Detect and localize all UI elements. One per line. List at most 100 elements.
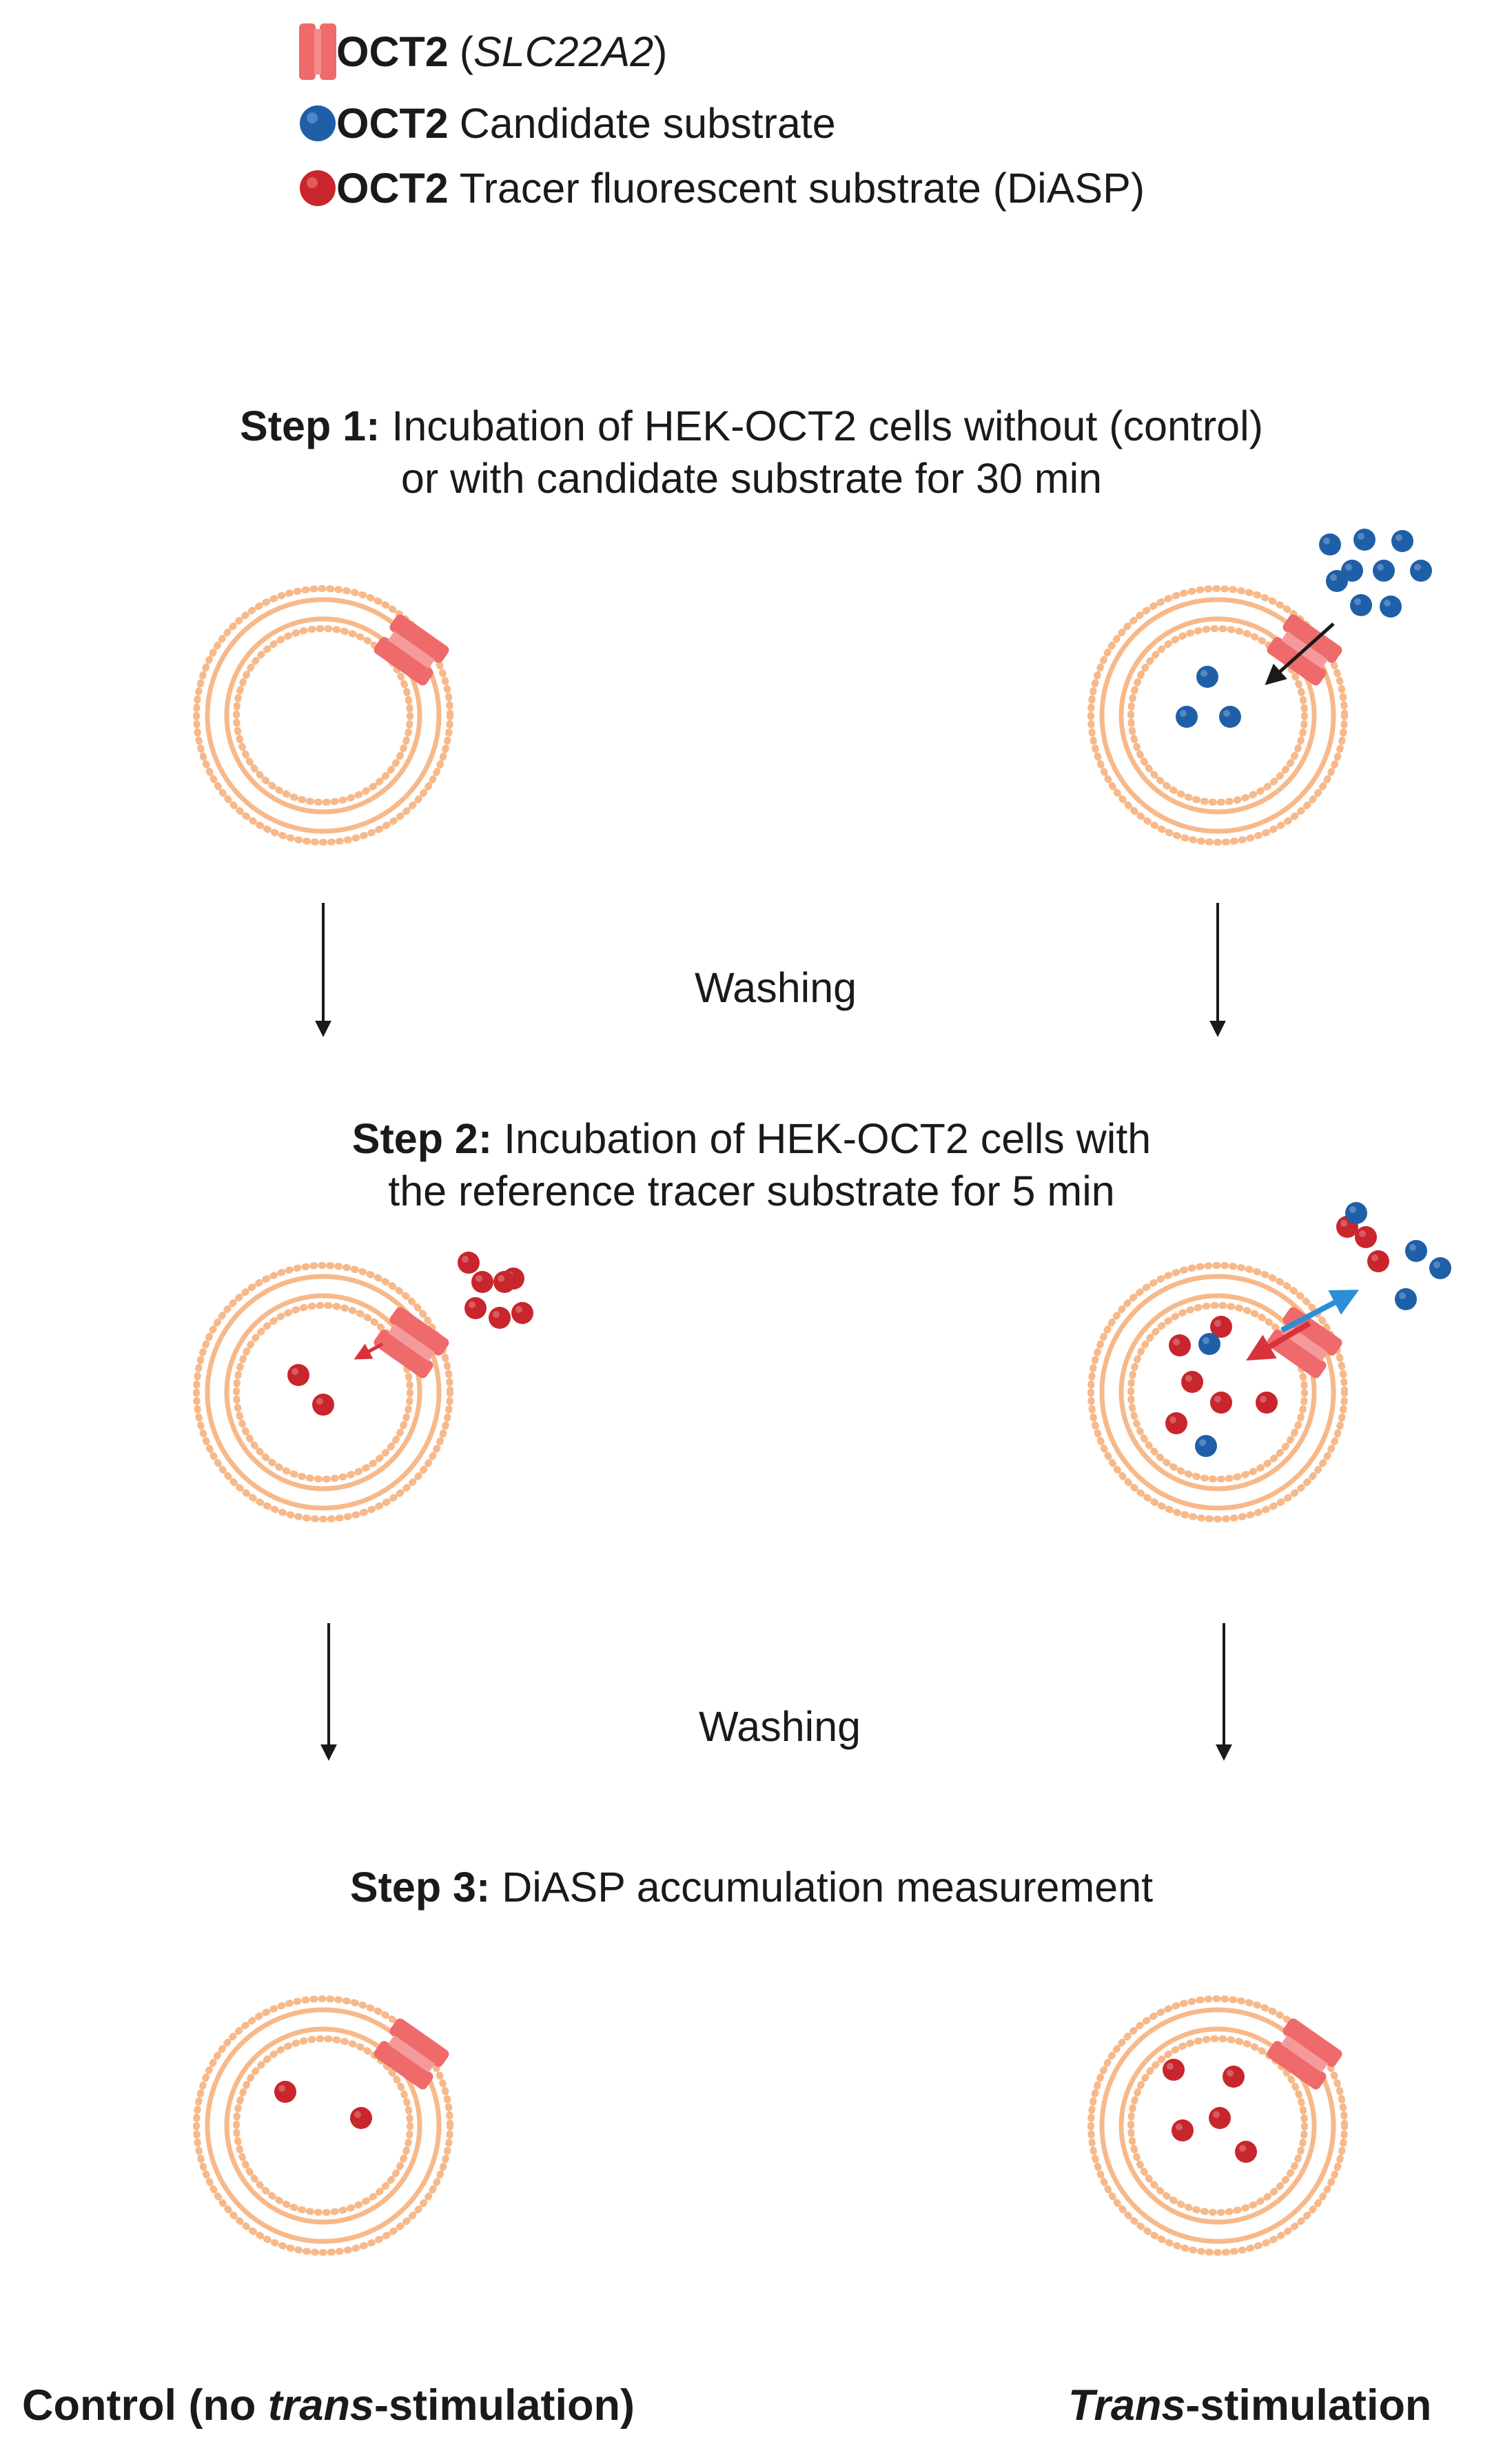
step2-text: Step 2: Incubation of HEK-OCT2 cells wit… <box>0 1112 1503 1217</box>
legend-transporter: OCT2 (SLC22A2) <box>299 21 668 83</box>
legend-transporter-gene-open: ( <box>459 28 474 75</box>
legend-tracer: OCT2 Tracer fluorescent substrate (DiASP… <box>300 157 1145 219</box>
tracer-dot-in-ctrl-0 <box>287 1364 309 1386</box>
membrane-outer <box>1087 585 1348 846</box>
membrane-inner <box>1127 1302 1308 1483</box>
tracer-dot-final-trans-2 <box>1172 2119 1194 2141</box>
tracer-dot-icon <box>300 170 336 206</box>
candidate-dot-icon <box>300 105 336 141</box>
cell-step1-candidate <box>1087 585 1348 846</box>
membrane-outer <box>193 585 453 846</box>
membrane-outer-line <box>1099 1274 1336 1511</box>
legend-tracer-label: Tracer fluorescent substrate (DiASP) <box>459 165 1145 212</box>
step1-line2: or with candidate substrate for 30 min <box>400 455 1103 502</box>
step1-text: Step 1: Incubation of HEK-OCT2 cells wit… <box>0 400 1503 505</box>
tracer-dot-in-trans-2 <box>1181 1371 1203 1393</box>
tracer-dot-out-ctrl-5 <box>489 1307 511 1329</box>
step1-line1: Incubation of HEK-OCT2 cells without (co… <box>391 403 1263 449</box>
tracer-dot-out-trans-2 <box>1367 1250 1389 1272</box>
membrane-inner <box>233 625 413 806</box>
membrane-inner-line <box>224 616 422 815</box>
tracer-dot-in-trans-0 <box>1169 1334 1191 1356</box>
membrane-inner-line <box>1118 2026 1317 2225</box>
transporter-step3-control <box>374 2018 449 2090</box>
caption-control-suffix: -stimulation) <box>374 2381 635 2430</box>
transporter-step3-trans <box>1267 2018 1342 2090</box>
tracer-dot-final-trans-4 <box>1235 2141 1257 2163</box>
membrane-inner-line <box>1118 616 1317 815</box>
efflux-arrow-candidate <box>1280 1290 1360 1333</box>
candidate-dot-in-trans-0 <box>1198 1333 1220 1355</box>
tracer-dot-in-trans-4 <box>1256 1392 1278 1414</box>
legend-transporter-name: OCT2 <box>336 28 449 75</box>
tracer-dot-out-ctrl-4 <box>464 1297 487 1319</box>
tracer-dot-final-ctrl-0 <box>274 2081 296 2103</box>
membrane-inner <box>1127 2035 1308 2216</box>
caption-trans-suffix: -stimulation <box>1185 2381 1432 2430</box>
cell-step3-control <box>193 1995 453 2256</box>
cell-step3-trans <box>1087 1995 1348 2256</box>
step3-line1: DiASP accumulation measurement <box>502 1864 1154 1911</box>
tracer-dot-out-ctrl-3 <box>493 1271 515 1293</box>
candidate-dot-in-0 <box>1196 666 1218 688</box>
candidate-dot-in-2 <box>1219 706 1241 728</box>
transporter-step2-control <box>374 1307 449 1378</box>
legend-transporter-gene-close: ) <box>653 28 668 75</box>
washing-1-label: Washing <box>695 964 857 1011</box>
tracer-dot-in-trans-5 <box>1165 1412 1187 1434</box>
tracer-dot-in-trans-1 <box>1210 1316 1232 1338</box>
caption-control-italic: trans <box>267 2381 374 2430</box>
legend-tracer-name: OCT2 <box>336 165 449 212</box>
step2-line1: Incubation of HEK-OCT2 cells with <box>504 1115 1152 1162</box>
tracer-dot-out-trans-1 <box>1355 1226 1377 1248</box>
candidate-dot-in-trans-1 <box>1195 1435 1217 1457</box>
legend-candidate-label: Candidate substrate <box>459 100 836 147</box>
membrane-inner <box>1127 625 1308 806</box>
tracer-dot-final-trans-3 <box>1209 2107 1231 2129</box>
candidate-dot-out-trans-3 <box>1395 1288 1417 1310</box>
cell-step2-trans <box>1087 1262 1348 1523</box>
legend-candidate-name: OCT2 <box>336 100 449 147</box>
transporter-step1-control <box>374 614 449 686</box>
tracer-dot-in-ctrl-1 <box>312 1394 334 1416</box>
candidate-dot-out-trans-1 <box>1405 1240 1427 1262</box>
legend-transporter-gene: SLC22A2 <box>473 28 654 75</box>
candidate-dot-out-7 <box>1350 594 1372 616</box>
membrane-inner-line <box>224 2026 422 2225</box>
candidate-dot-out-5 <box>1410 560 1432 582</box>
membrane-outer <box>1087 1262 1348 1523</box>
dots-layer <box>274 529 1451 2163</box>
step1-label: Step 1: <box>240 403 380 449</box>
caption-control-prefix: Control (no <box>22 2381 268 2430</box>
tracer-dot-out-ctrl-1 <box>471 1271 493 1293</box>
membrane-outer-line <box>205 597 442 834</box>
membrane-inner <box>233 2035 413 2216</box>
membrane-inner-line <box>224 1293 422 1491</box>
tracer-dot-final-trans-1 <box>1223 2066 1245 2088</box>
candidate-dot-out-trans-0 <box>1345 1202 1367 1224</box>
caption-trans: Trans-stimulation <box>1068 2381 1431 2430</box>
membrane-outer <box>1087 1995 1348 2256</box>
membrane-outer <box>193 1262 453 1523</box>
tracer-dot-out-ctrl-0 <box>458 1252 480 1274</box>
uptake-arrow-candidate <box>1265 622 1335 686</box>
caption-trans-italic: Trans <box>1068 2381 1186 2430</box>
membrane-outer <box>193 1995 453 2256</box>
caption-control: Control (no trans-stimulation) <box>22 2381 635 2430</box>
candidate-dot-out-0 <box>1319 533 1341 556</box>
membrane-outer-line <box>1099 2007 1336 2244</box>
candidate-dot-out-2 <box>1391 530 1413 552</box>
cells-layer <box>193 585 1348 2256</box>
candidate-dot-out-8 <box>1380 595 1402 618</box>
candidate-dot-out-1 <box>1353 529 1376 551</box>
membrane-outer-line <box>205 2007 442 2244</box>
membrane-outer-line <box>205 1274 442 1511</box>
candidate-dot-out-trans-2 <box>1429 1257 1451 1279</box>
candidate-dot-out-4 <box>1373 560 1395 582</box>
transporter-icon <box>299 23 336 80</box>
tracer-dot-final-trans-0 <box>1163 2059 1185 2081</box>
tracer-dot-in-trans-3 <box>1210 1392 1232 1414</box>
step3-label: Step 3: <box>349 1864 491 1911</box>
tracer-dot-out-ctrl-6 <box>511 1302 533 1324</box>
